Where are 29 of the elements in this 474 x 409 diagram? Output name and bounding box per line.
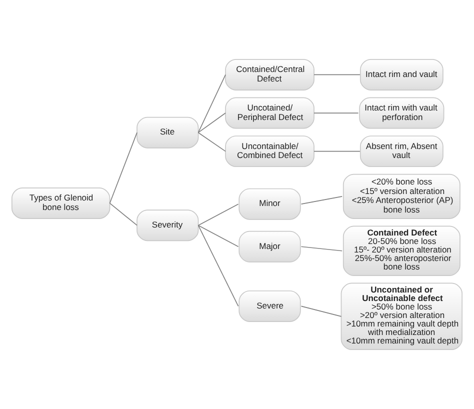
- connector: [109, 132, 138, 204]
- node-box: Major: [238, 230, 301, 262]
- connector: [198, 224, 239, 307]
- node-box: Uncontained or Uncotainable defect >50% bone loss >20º version alteration >10mm remaining vault depth with medialization <10mm remaining vault depth: [340, 282, 463, 350]
- connector: [314, 150, 360, 152]
- connector: [198, 224, 239, 248]
- node-box: Types of Glenoid bone loss: [11, 187, 110, 219]
- connector: [300, 306, 342, 317]
- node-box: Site: [136, 116, 199, 148]
- connector: [300, 196, 343, 204]
- node-box: Severity: [136, 210, 199, 242]
- node-box: Minor: [238, 188, 301, 220]
- node-box: <20% bone loss <15º version alteration <25% Anteroposterior (AP) bone loss: [342, 174, 460, 219]
- node-box: Contained Defect 20-50% bone loss 15º- 20º version alteration 25%-50% anteroposterior bone loss: [342, 226, 460, 276]
- connector: [198, 132, 226, 152]
- connector: [314, 112, 359, 114]
- node-box: Intact rim with vault perforation: [359, 97, 444, 129]
- node-box: Contained/Central Defect: [225, 58, 314, 90]
- node-box: Uncotained/ Peripheral Defect: [225, 97, 314, 129]
- connector: [198, 112, 226, 134]
- connector: [314, 74, 360, 76]
- node-box: Absent rim, Absent vault: [360, 136, 444, 168]
- node-box: Severe: [238, 290, 301, 322]
- node-box: Intact rim and vault: [360, 58, 444, 90]
- node-box: Uncontainable/ Combined Defect: [225, 136, 314, 168]
- connector: [109, 202, 138, 226]
- connector: [300, 246, 343, 252]
- connector: [198, 204, 239, 226]
- connector: [198, 74, 226, 134]
